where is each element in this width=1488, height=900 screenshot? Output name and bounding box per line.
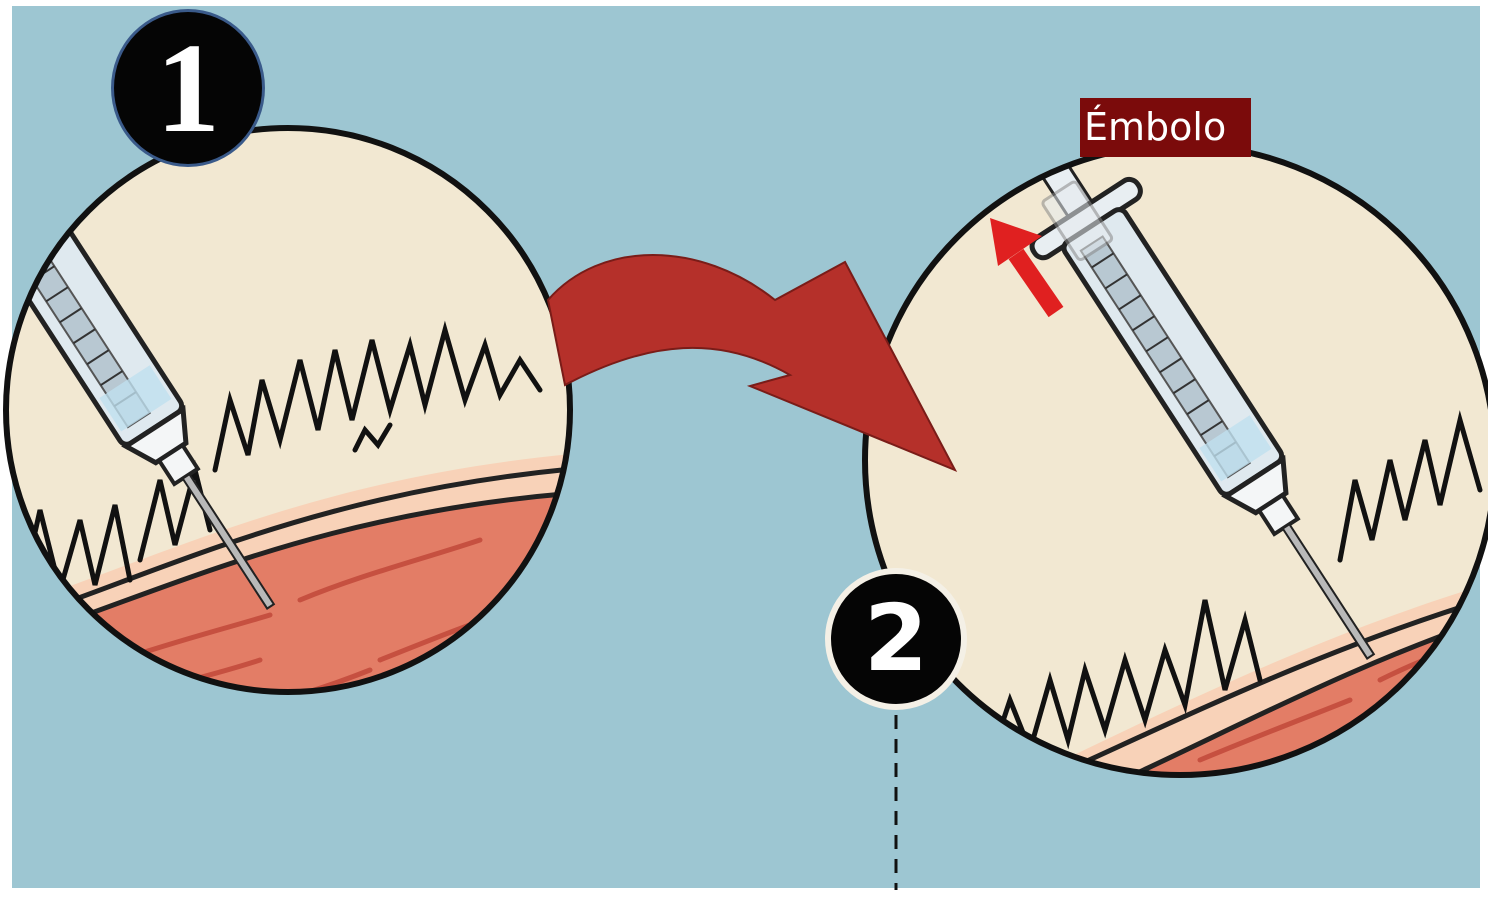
step-one-badge: 1 [111,9,265,167]
step-two-badge: 2 [825,568,967,710]
plunger-label: Émbolo [1080,98,1251,157]
